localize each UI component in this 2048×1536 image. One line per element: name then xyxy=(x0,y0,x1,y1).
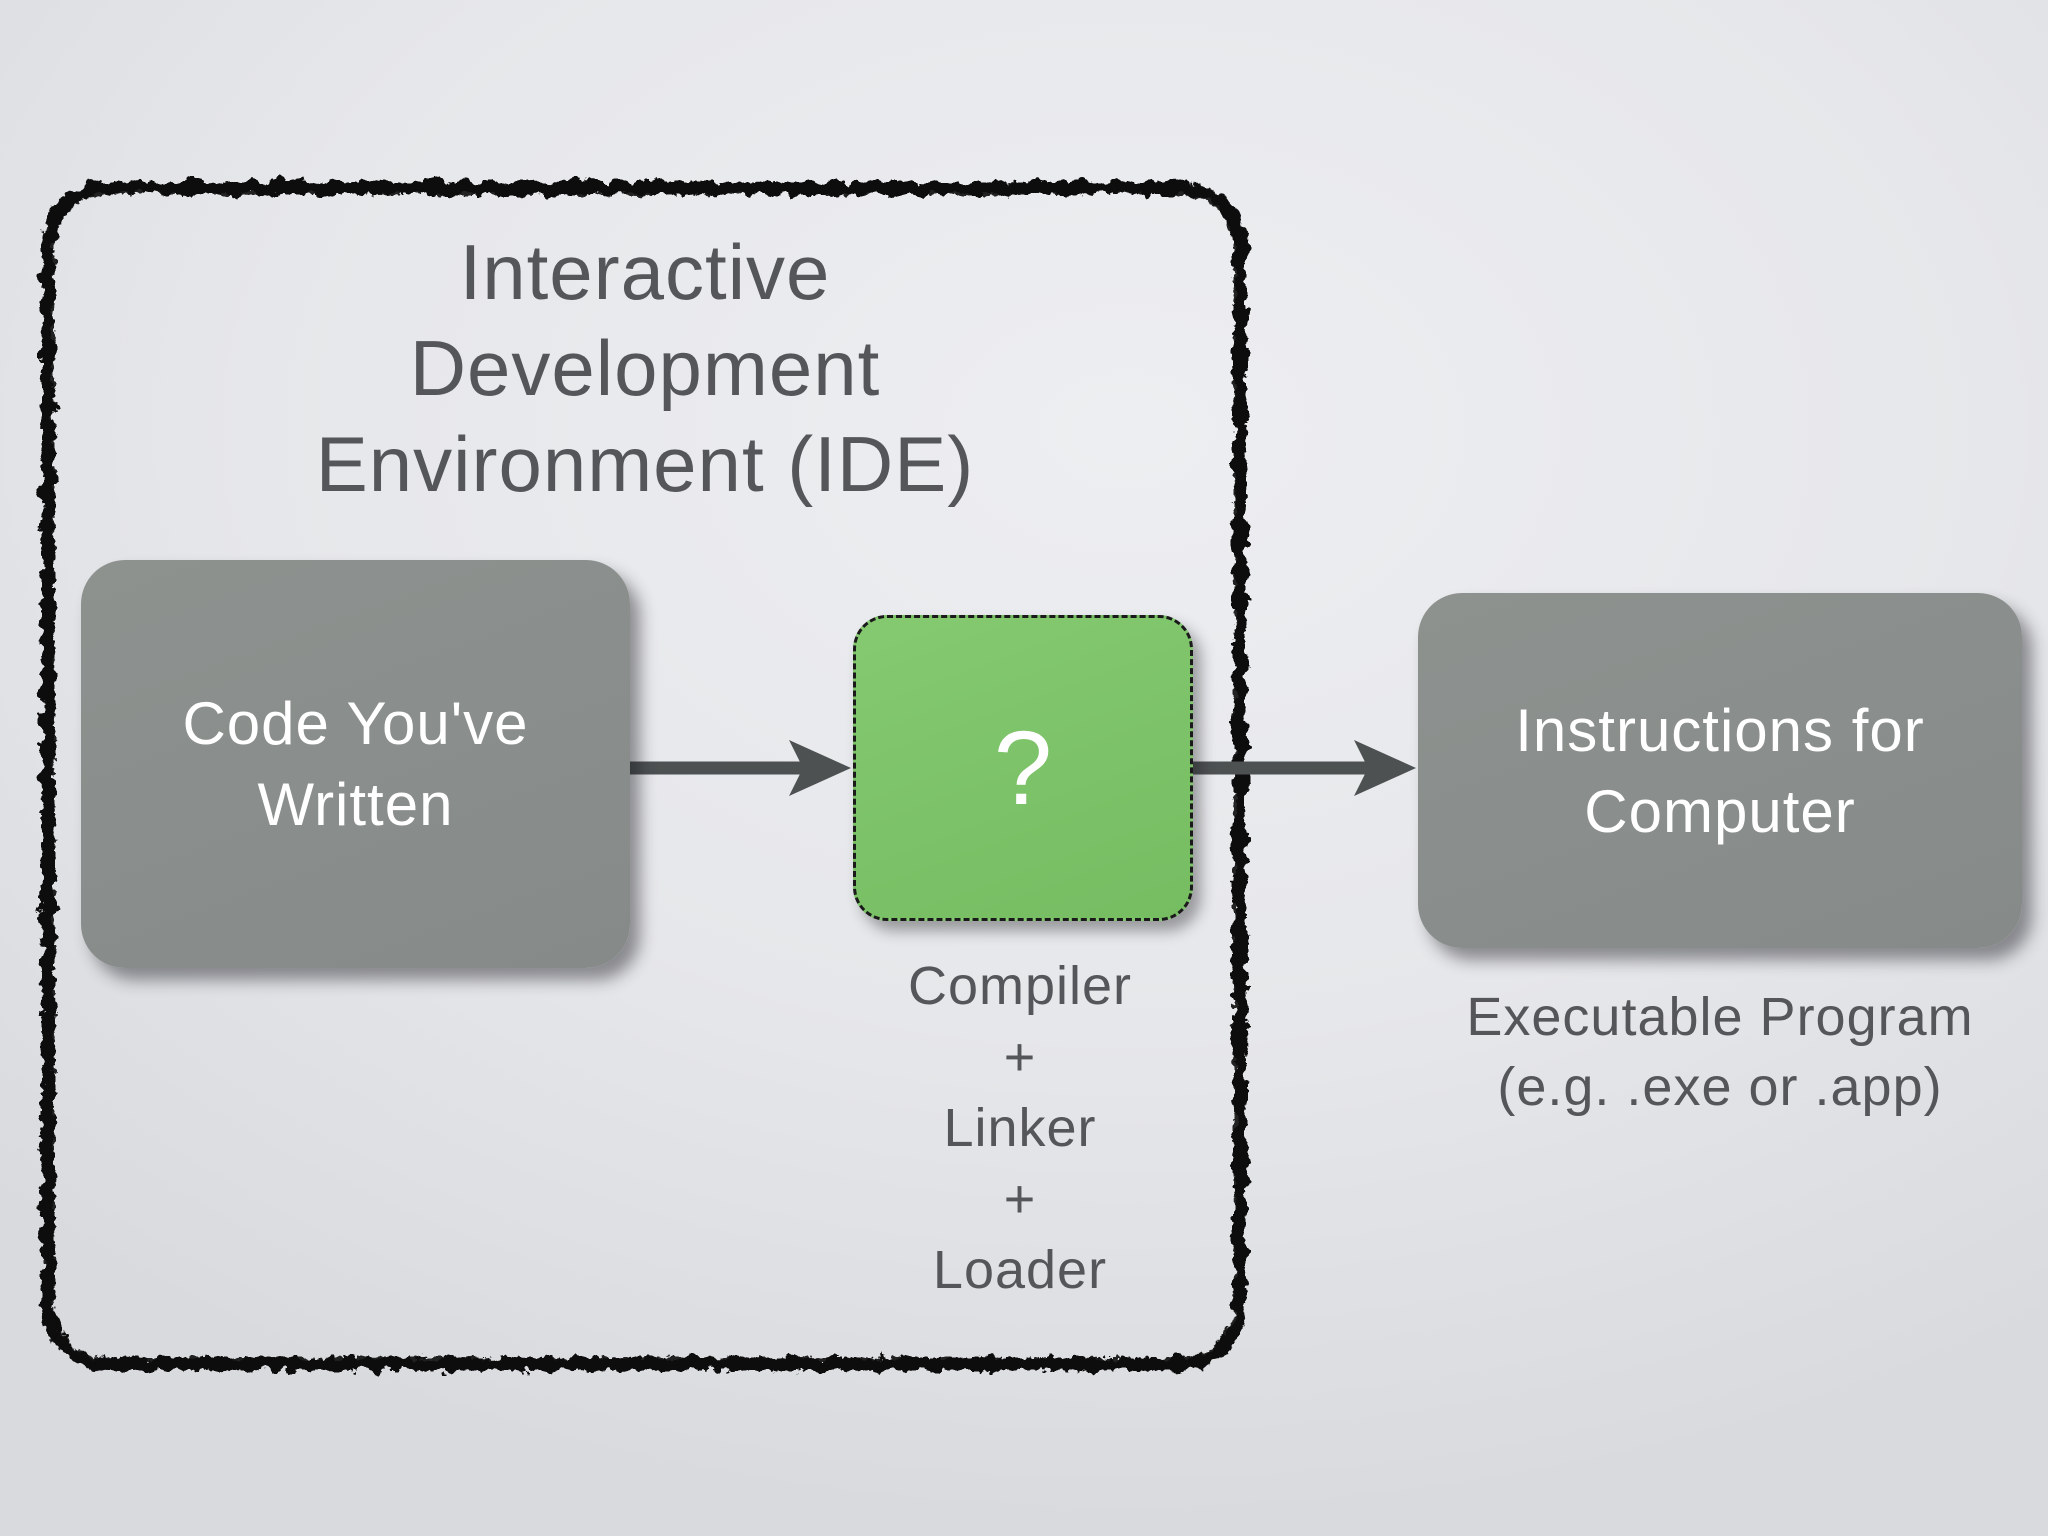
code-written-label: Code You've Written xyxy=(182,683,528,845)
ide-title: Interactive Development Environment (IDE… xyxy=(45,224,1245,512)
question-mark-label: ? xyxy=(993,709,1053,827)
instructions-box: Instructions for Computer xyxy=(1418,593,2022,948)
compiler-linker-loader-caption: Compiler + Linker + Loader xyxy=(720,951,1320,1306)
ide-title-line: Interactive xyxy=(459,228,831,316)
ide-title-line: Environment (IDE) xyxy=(315,420,975,508)
instructions-label-line: Instructions for xyxy=(1515,696,1925,764)
code-written-box: Code You've Written xyxy=(81,560,630,968)
caption-line: + xyxy=(1003,1027,1037,1087)
arrow-transform-to-instructions-icon xyxy=(1187,740,1416,796)
caption-line: + xyxy=(1003,1169,1037,1229)
instructions-label: Instructions for Computer xyxy=(1515,690,1925,852)
caption-line: Compiler xyxy=(907,956,1133,1016)
caption-line: Linker xyxy=(943,1098,1097,1158)
caption-line: Loader xyxy=(932,1240,1108,1300)
ide-title-line: Development xyxy=(409,324,881,412)
code-written-label-line: Written xyxy=(257,771,454,838)
instructions-label-line: Computer xyxy=(1584,777,1856,845)
executable-program-caption: Executable Program (e.g. .exe or .app) xyxy=(1370,982,2048,1122)
code-written-label-line: Code You've xyxy=(182,690,529,757)
arrow-code-to-transform-icon xyxy=(630,740,851,796)
caption-line: (e.g. .exe or .app) xyxy=(1497,1057,1943,1117)
caption-line: Executable Program xyxy=(1466,987,1974,1047)
unknown-transform-box: ? xyxy=(853,615,1193,921)
